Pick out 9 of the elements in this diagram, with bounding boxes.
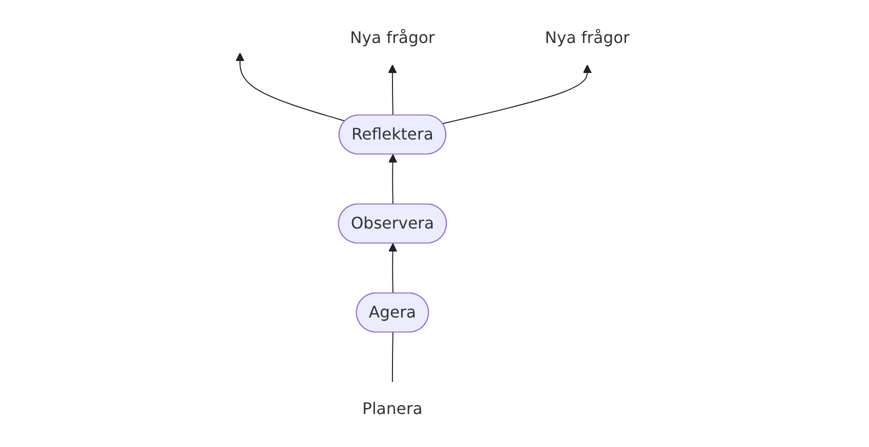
arrow — [442, 64, 592, 124]
node-text: Planera — [362, 399, 422, 418]
arrow — [235, 52, 346, 122]
arrow — [388, 154, 397, 205]
arrow — [388, 243, 397, 294]
node-text: Nya frågor — [350, 28, 434, 47]
arrow — [388, 64, 396, 116]
connector — [392, 332, 394, 382]
node-text: Nya frågor — [544, 28, 630, 47]
